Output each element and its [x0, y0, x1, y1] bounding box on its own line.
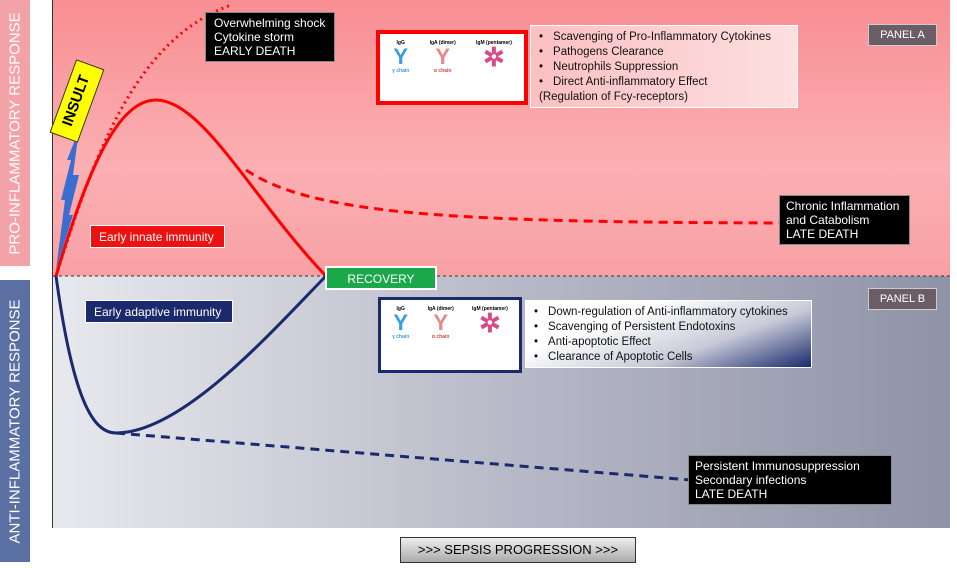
pro-label-text: PRO-INFLAMMATORY RESPONSE [6, 11, 24, 255]
early-innate-label: Early innate immunity [90, 225, 225, 248]
effect-item: Scavenging of Pro-Inflammatory Cytokines [539, 30, 789, 45]
igm-label: IgM (pentamer) [472, 306, 508, 312]
text: Cytokine storm [214, 30, 295, 44]
x-axis-label: >>> SEPSIS PROGRESSION >>> [400, 537, 636, 563]
effect-note: (Regulation of Fcy-receptors) [539, 91, 688, 103]
effect-item: Direct Anti-inflammatory Effect [539, 75, 789, 90]
anti-inflammatory-label: ANTI-INFLAMMATORY RESPONSE [0, 280, 30, 562]
igg-label: IgG [396, 40, 405, 46]
alpha-label: α chain [433, 68, 452, 74]
chronic-box: Chronic Inflammation and Catabolism LATE… [779, 195, 910, 245]
diagram-area [52, 0, 951, 528]
text: EARLY DEATH [214, 44, 296, 58]
text: LATE DEATH [786, 227, 859, 241]
effect-item: Neutrophils Suppression [539, 60, 789, 75]
effect-item: Scavenging of Persistent Endotoxins [534, 320, 803, 335]
effect-item: Pathogens Clearance [539, 45, 789, 60]
pro-inflammatory-curve [54, 98, 328, 278]
text: and Catabolism [786, 213, 870, 227]
recovery-label: RECOVERY [325, 266, 437, 290]
igm-label: IgM (pentamer) [476, 40, 512, 46]
iga-label: IgA (dimer) [427, 306, 454, 312]
early-adaptive-label: Early adaptive immunity [85, 300, 233, 323]
anti-label-text: ANTI-INFLAMMATORY RESPONSE [6, 299, 24, 543]
text: Persistent Immunosuppression [695, 459, 860, 473]
persistent-box: Persistent Immunosuppression Secondary i… [688, 455, 892, 505]
panel-a-effects: Scavenging of Pro-Inflammatory Cytokines… [530, 25, 798, 108]
effect-item: Clearance of Apoptotic Cells [534, 350, 803, 365]
effect-item: Down-regulation of Anti-inflammatory cyt… [534, 305, 803, 320]
text: LATE DEATH [695, 487, 768, 501]
immunosuppression-curve [115, 431, 692, 482]
text: Chronic Inflammation [786, 199, 900, 213]
early-death-box: Overwhelming shock Cytokine storm EARLY … [205, 12, 335, 62]
chronic-inflammation-curve [245, 168, 782, 225]
pro-inflammatory-label: PRO-INFLAMMATORY RESPONSE [0, 0, 30, 266]
igg-label: IgG [396, 306, 405, 312]
gamma-label: γ chain [392, 68, 410, 74]
panel-a-label: PANEL A [868, 24, 937, 46]
effect-item: Anti-apoptotic Effect [534, 335, 803, 350]
text: Secondary infections [695, 473, 807, 487]
panel-b-effects: Down-regulation of Anti-inflammatory cyt… [525, 300, 812, 368]
lightning-icon [56, 130, 79, 270]
iga-label: IgA (dimer) [429, 40, 456, 46]
text: Overwhelming shock [214, 16, 326, 30]
curves [53, 3, 951, 482]
panel-b-label: PANEL B [868, 288, 937, 310]
gamma-label: γ chain [392, 334, 410, 340]
alpha-label: α chain [431, 334, 450, 340]
